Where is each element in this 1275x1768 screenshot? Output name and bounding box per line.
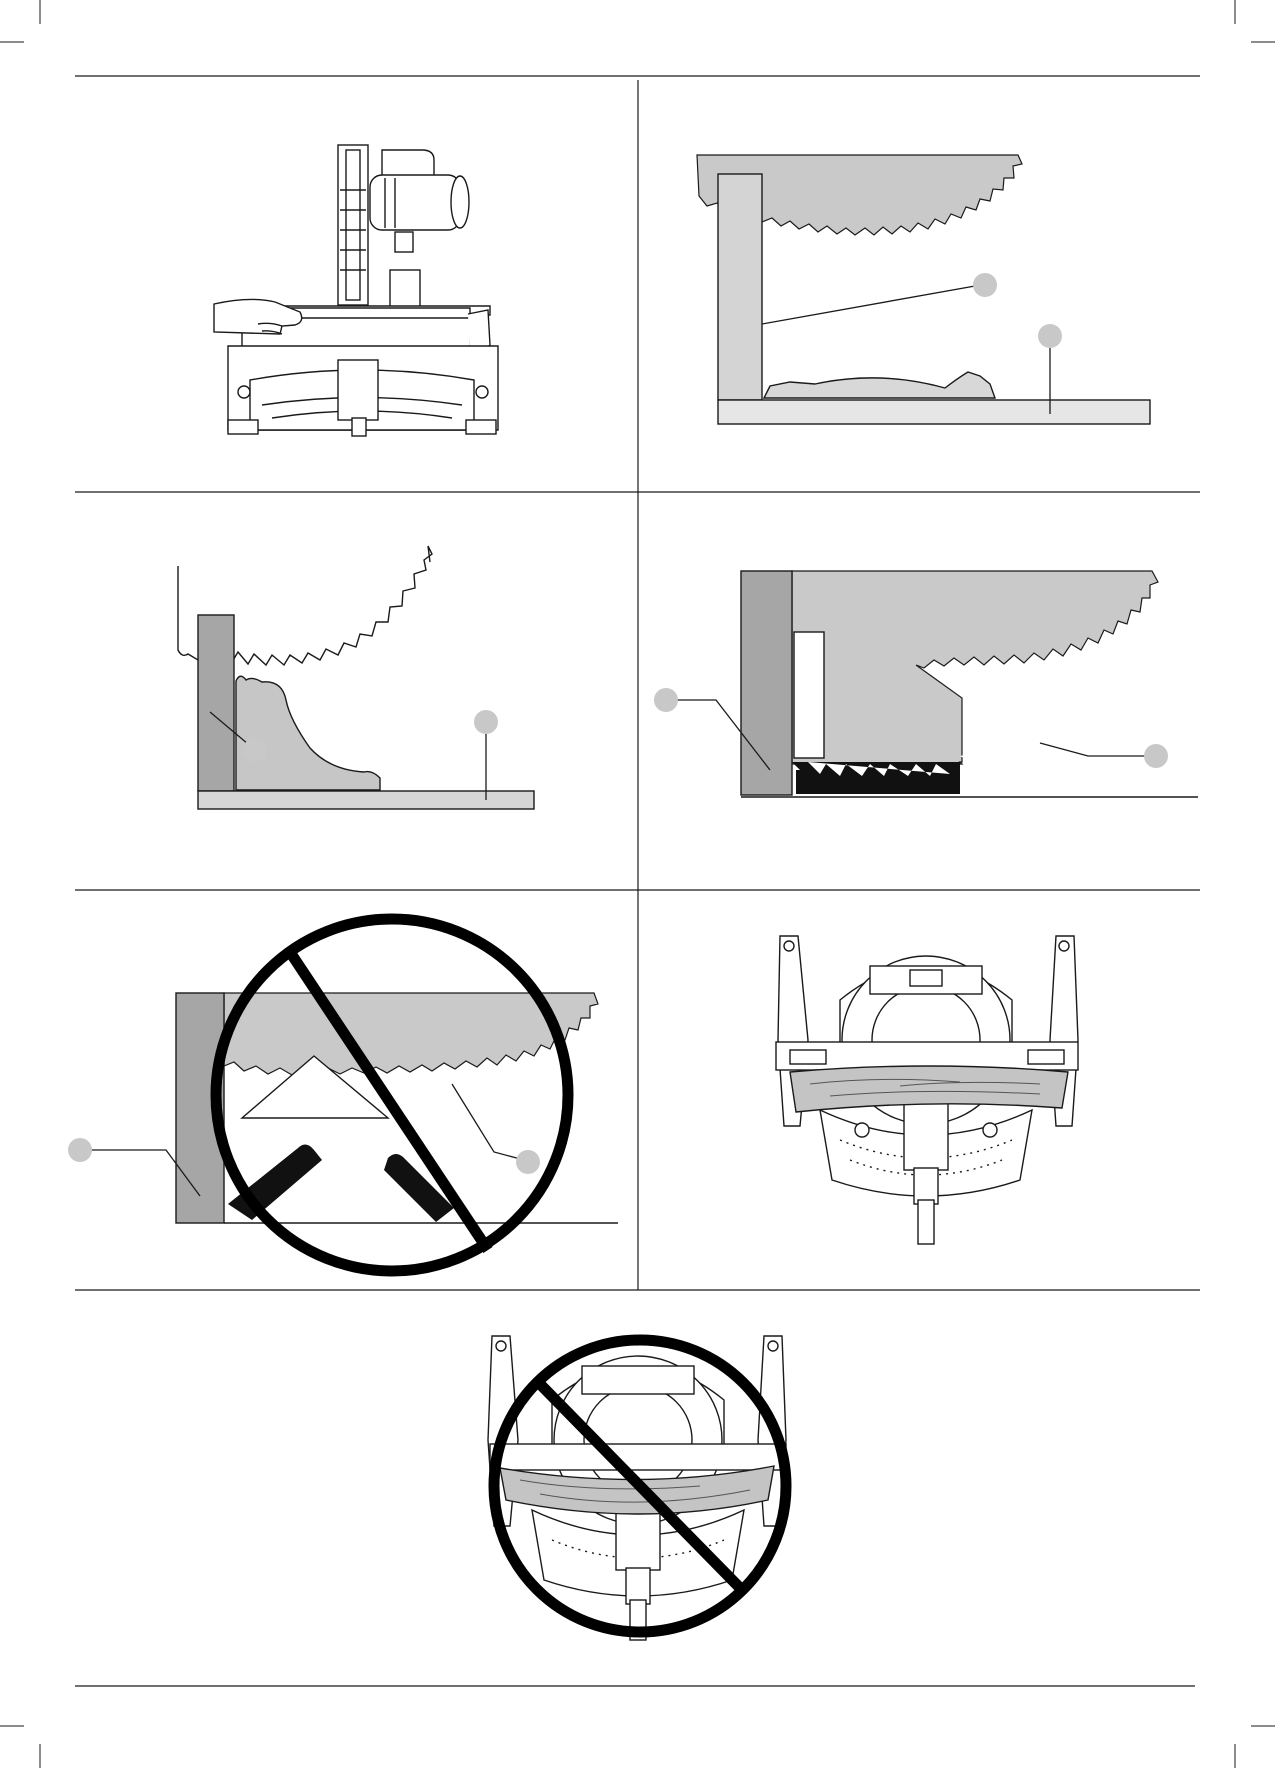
fence: [718, 174, 762, 400]
fence: [198, 615, 234, 791]
fig-saw-top-bowed-board-prohibited: [488, 1336, 786, 1640]
callout-circle: [516, 1150, 540, 1174]
table-base: [718, 400, 1150, 424]
crown-molding-piece: [764, 372, 995, 398]
fig-blade-fence-crown-molding-angled: [178, 546, 534, 809]
callout-circle: [243, 738, 267, 762]
fig-saw-top-bowed-board-correct: [776, 936, 1078, 1244]
miter-saw-side-view: [214, 145, 498, 436]
fig-prohibited-unsupported-pieces: [68, 919, 618, 1271]
table-base: [198, 791, 534, 809]
callout-circle: [474, 710, 498, 734]
fence: [741, 571, 792, 795]
callout-circle: [654, 688, 678, 712]
fig-blade-fence-small-pieces: [654, 571, 1200, 797]
fig-blade-fence-crown-molding-flat: [697, 155, 1150, 424]
callout-circle: [68, 1138, 92, 1162]
callout-circle: [1144, 744, 1168, 768]
fig-saw-side-hand-holding-workpiece: [214, 145, 498, 436]
crown-molding-piece: [236, 676, 380, 790]
callout-circle: [973, 273, 997, 297]
callout-circle: [1038, 324, 1062, 348]
